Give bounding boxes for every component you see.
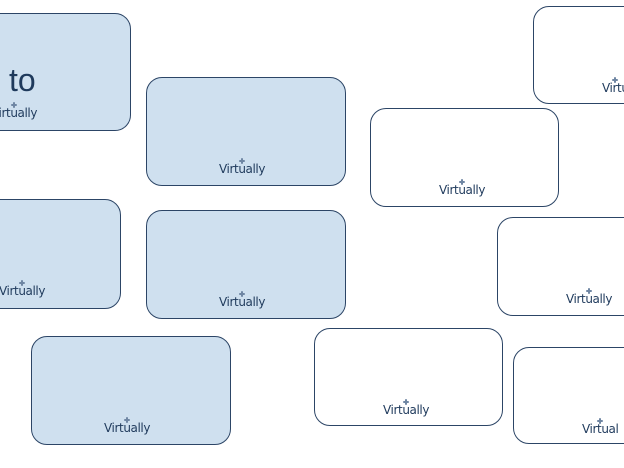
virtually-logo: Virtually	[383, 399, 429, 421]
virtually-logo: Virtually	[439, 179, 485, 201]
card-tile[interactable]: Virtually	[497, 217, 624, 316]
virtually-logo: Virtually	[0, 280, 45, 302]
virtually-logo: Virtually	[0, 102, 37, 124]
virtually-logo: Virtually	[104, 417, 150, 439]
virtually-logo: Virtually	[219, 158, 265, 180]
logo-mark-icon	[124, 417, 131, 423]
card-tile[interactable]: Virtually	[146, 77, 346, 186]
logo-mark-icon	[239, 158, 246, 164]
card-tile[interactable]: Virtually	[370, 108, 559, 207]
card-tile[interactable]: Virtually	[31, 336, 231, 445]
logo-mark-icon	[612, 77, 619, 83]
logo-mark-icon	[11, 102, 18, 108]
card-tile[interactable]: Virtu	[533, 6, 624, 104]
card-tile[interactable]: Virtual	[513, 347, 624, 444]
logo-mark-icon	[403, 399, 410, 405]
card-tile[interactable]: to Virtually	[0, 13, 131, 131]
logo-mark-icon	[459, 179, 466, 185]
virtually-logo: Virtually	[219, 291, 265, 313]
card-tile[interactable]: Virtually	[0, 199, 121, 309]
logo-mark-icon	[597, 418, 604, 424]
card-text: to	[9, 62, 36, 98]
card-tile[interactable]: Virtually	[314, 328, 503, 426]
virtually-logo: Virtual	[582, 418, 619, 440]
virtually-logo: Virtu	[602, 77, 624, 99]
virtually-logo: Virtually	[566, 288, 612, 310]
logo-mark-icon	[19, 280, 26, 286]
logo-mark-icon	[239, 291, 246, 297]
card-tile[interactable]: Virtually	[146, 210, 346, 319]
logo-mark-icon	[586, 288, 593, 294]
